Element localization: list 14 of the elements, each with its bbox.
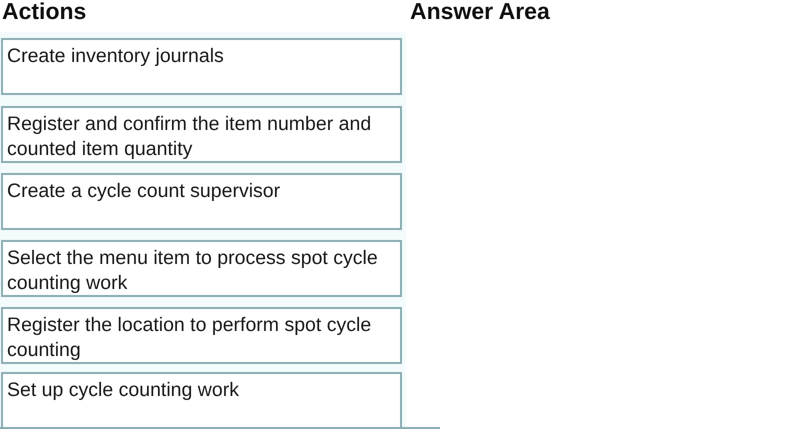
action-box — [1, 106, 402, 163]
action-box — [1, 307, 402, 364]
action-text: Register the location to perform spot cycle counting — [7, 313, 372, 363]
action-text: Create a cycle count supervisor — [7, 179, 282, 204]
action-box — [1, 240, 402, 297]
action-text: Set up cycle counting work — [7, 378, 240, 403]
action-box — [1, 173, 402, 230]
action-box — [1, 38, 402, 95]
action-text: Select the menu item to process spot cycle counting work — [7, 246, 379, 296]
action-box — [1, 372, 402, 429]
section-heading: Actions — [2, 0, 86, 26]
section-heading: Answer Area — [410, 0, 550, 26]
action-text: Register and confirm the item number and counted item quantity — [7, 112, 372, 162]
action-text: Create inventory journals — [7, 44, 225, 69]
